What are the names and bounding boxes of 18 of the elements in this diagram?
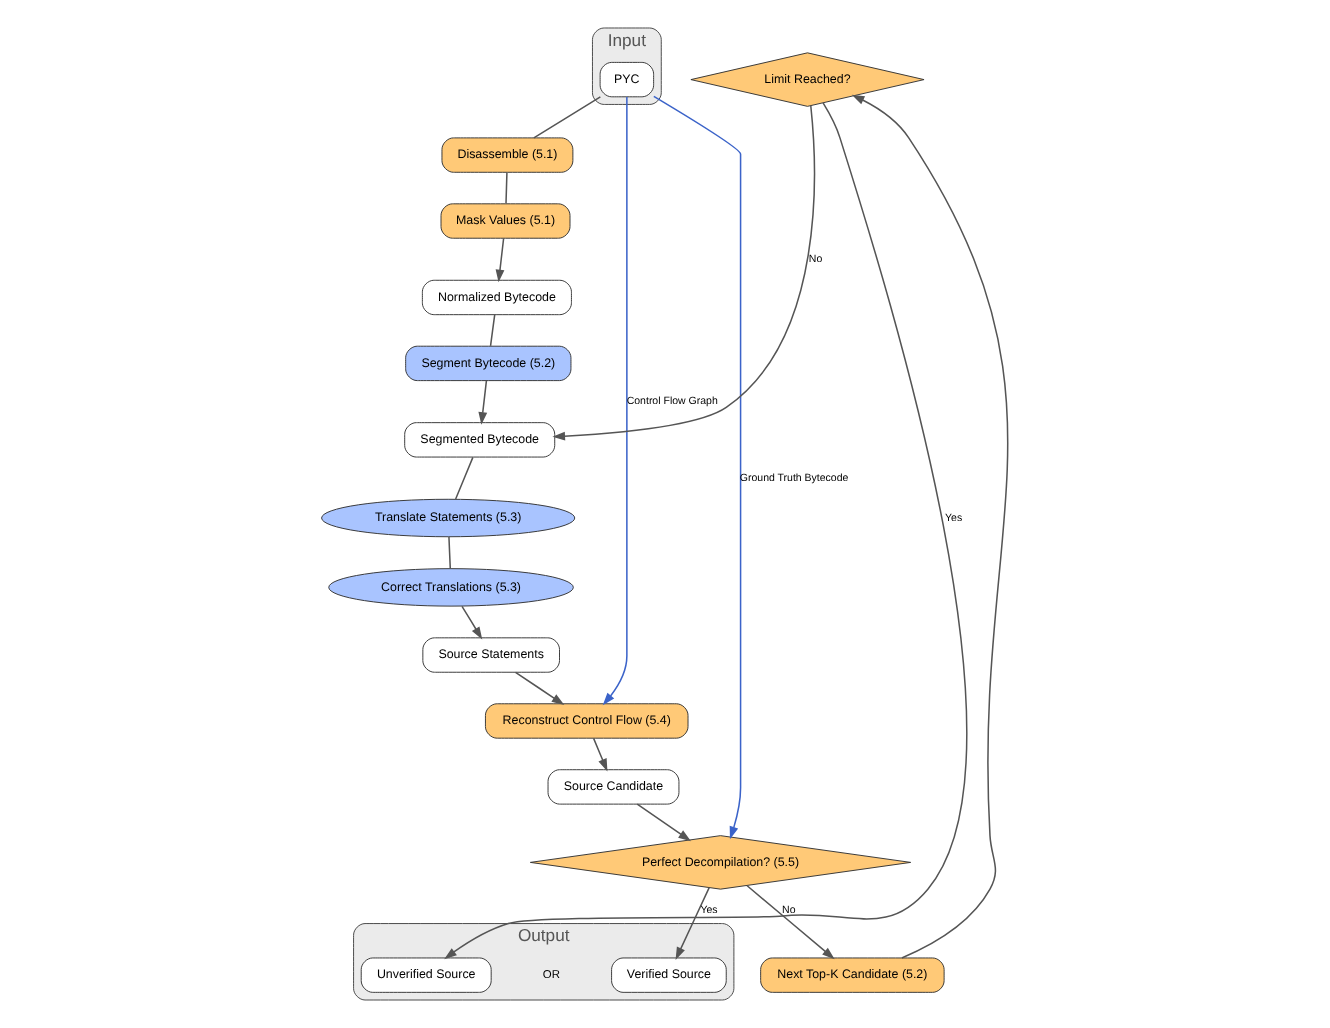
arrow: [478, 380, 488, 425]
arrow: [675, 886, 710, 960]
arrow: [636, 803, 691, 842]
arrow: [552, 104, 816, 441]
arrow: [746, 884, 835, 960]
arrow: [592, 737, 608, 772]
connector: [448, 536, 452, 570]
arrow: [602, 96, 628, 706]
connector: [454, 456, 474, 500]
arrow: [495, 237, 505, 283]
connector: [489, 314, 496, 347]
arrow: [653, 95, 742, 840]
arrow: [461, 605, 483, 640]
arrow: [851, 94, 1009, 959]
arrow: [514, 671, 565, 705]
arrow: [444, 102, 968, 960]
connector: [505, 171, 508, 205]
connector: [533, 96, 602, 139]
